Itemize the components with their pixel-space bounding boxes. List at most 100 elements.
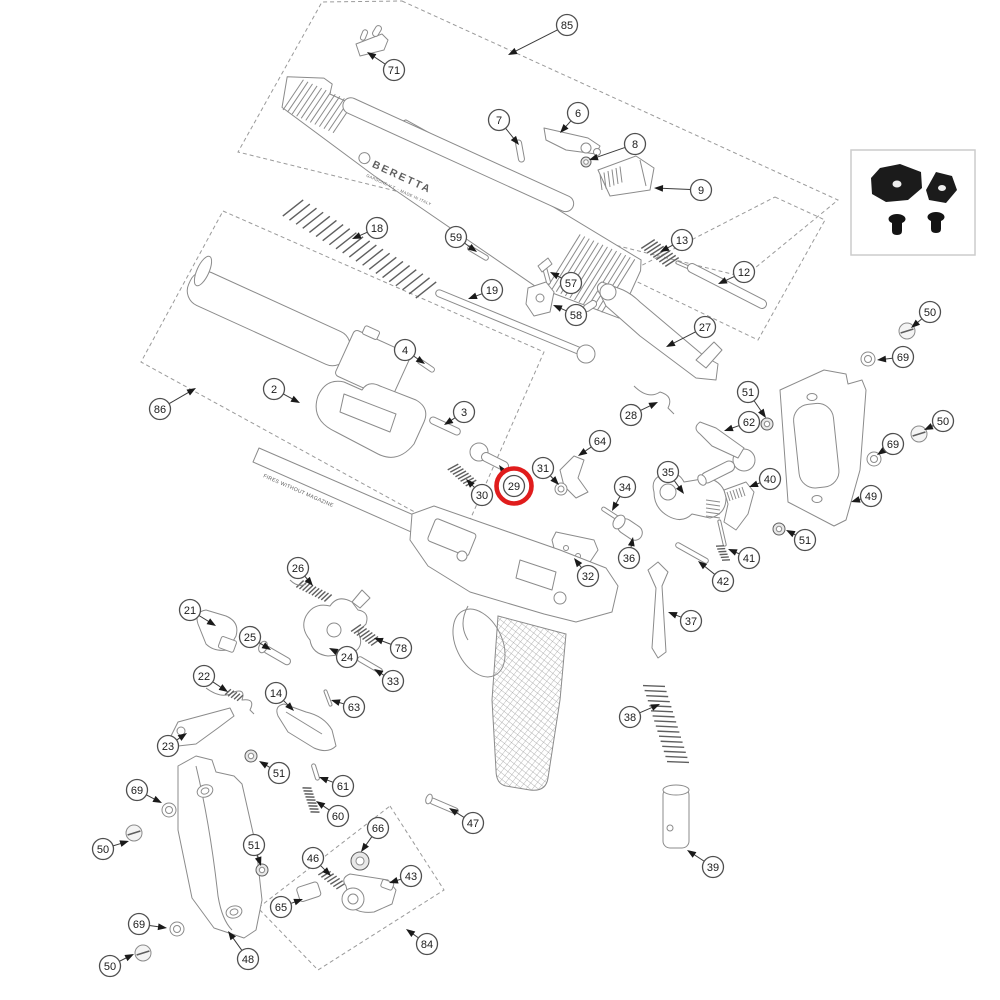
callout-2: 2 xyxy=(262,377,286,401)
part-outline xyxy=(200,787,210,795)
sketch-shape xyxy=(335,330,411,400)
leader-arrowhead xyxy=(218,684,228,692)
leader-line xyxy=(672,331,696,345)
part-outline xyxy=(205,687,255,715)
part-outline xyxy=(662,784,690,796)
callout-23: 23 xyxy=(156,734,180,758)
part-number: 50 xyxy=(924,307,936,319)
part-number: 40 xyxy=(764,474,776,486)
inset-photo xyxy=(850,149,976,256)
leader-line xyxy=(168,391,191,405)
spring-coil xyxy=(658,735,682,738)
part-number-bubble xyxy=(617,546,641,570)
part-outline xyxy=(806,393,818,401)
bushing-hole xyxy=(247,752,255,760)
callout-40: 40 xyxy=(758,467,782,491)
part-number-bubble xyxy=(264,681,288,705)
callout-85: 85 xyxy=(555,13,579,37)
spring-coil xyxy=(649,245,665,256)
leader-line xyxy=(639,706,654,714)
spring-coil xyxy=(657,730,680,733)
leader-arrowhead xyxy=(228,931,236,941)
leader-arrowhead xyxy=(589,153,599,161)
leader-line xyxy=(283,393,295,401)
part-number-bubble xyxy=(286,556,310,580)
spring-coil xyxy=(661,254,677,265)
part-outline xyxy=(553,591,567,605)
part-pin xyxy=(717,519,727,547)
leader-arrowhead xyxy=(468,292,478,300)
leader-arrowhead xyxy=(415,356,425,364)
spring-coil xyxy=(449,465,462,473)
sketch-shape xyxy=(793,402,840,489)
part-line xyxy=(639,159,647,187)
part-number-bubble xyxy=(576,564,600,588)
part-number: 13 xyxy=(676,235,688,247)
part-number-bubble xyxy=(342,695,366,719)
leader-arrowhead xyxy=(316,801,326,809)
part-outline xyxy=(296,881,322,902)
leader-line xyxy=(372,55,386,65)
leader-arrowhead xyxy=(612,501,620,511)
spring-coil xyxy=(362,631,373,641)
part-number-bubble xyxy=(382,58,406,82)
leader-arrowhead xyxy=(449,808,459,816)
spring-coil xyxy=(452,468,464,476)
leader-lines xyxy=(112,29,934,962)
leader-arrowhead xyxy=(877,447,887,455)
sketch-shape xyxy=(217,636,237,653)
part-pin xyxy=(323,689,333,707)
serration-line xyxy=(314,93,336,125)
part-number-bubble xyxy=(262,377,286,401)
leader-line xyxy=(692,853,705,862)
callout-51: 51 xyxy=(793,528,817,552)
leader-line xyxy=(660,187,691,191)
callout-26: 26 xyxy=(286,556,310,580)
sketch-shape xyxy=(612,514,643,541)
part-number: 39 xyxy=(707,862,719,874)
part-number-bubble xyxy=(480,278,504,302)
part-number: 51 xyxy=(273,768,285,780)
part-number-bubble xyxy=(559,271,583,295)
spring-coil xyxy=(356,627,368,637)
part-number-bubble xyxy=(737,410,761,434)
callout-3: 3 xyxy=(452,400,476,424)
leader-arrowhead xyxy=(367,52,377,60)
spring-coil xyxy=(323,873,335,881)
part-number: 23 xyxy=(162,741,174,753)
spring-coil xyxy=(658,252,674,263)
part-number-bubble xyxy=(619,403,643,427)
serration-line xyxy=(319,96,341,127)
serration-line xyxy=(705,515,721,519)
serration-line xyxy=(596,256,631,311)
part-outline xyxy=(633,385,675,415)
callout-28: 28 xyxy=(619,403,643,427)
part-pin xyxy=(612,514,626,530)
callout-4: 4 xyxy=(393,338,417,362)
leader-arrowhead xyxy=(322,867,331,876)
leader-line xyxy=(703,564,716,575)
callout-47: 47 xyxy=(461,811,485,835)
spring-coil xyxy=(460,474,472,482)
callout-35: 35 xyxy=(656,460,680,484)
bushing-hole xyxy=(258,866,266,874)
part-outline xyxy=(695,341,723,369)
part-number: 58 xyxy=(570,310,582,322)
callout-30: 30 xyxy=(470,483,494,507)
part-number: 51 xyxy=(799,535,811,547)
bushing-hole xyxy=(775,525,783,533)
part-outline xyxy=(599,283,617,301)
part-number-bubble xyxy=(335,645,359,669)
sketch-shape xyxy=(282,79,354,134)
spring-coil xyxy=(289,203,311,221)
part-number: 12 xyxy=(738,267,750,279)
part-outline xyxy=(339,393,397,433)
leader-line xyxy=(595,146,626,159)
spring-coil xyxy=(282,199,304,217)
serration-line xyxy=(607,170,611,188)
leader-arrowhead xyxy=(510,135,519,145)
callout-22: 22 xyxy=(192,664,216,688)
callout-42: 42 xyxy=(711,569,735,593)
callout-58: 58 xyxy=(564,303,588,327)
serration-line xyxy=(705,507,721,511)
